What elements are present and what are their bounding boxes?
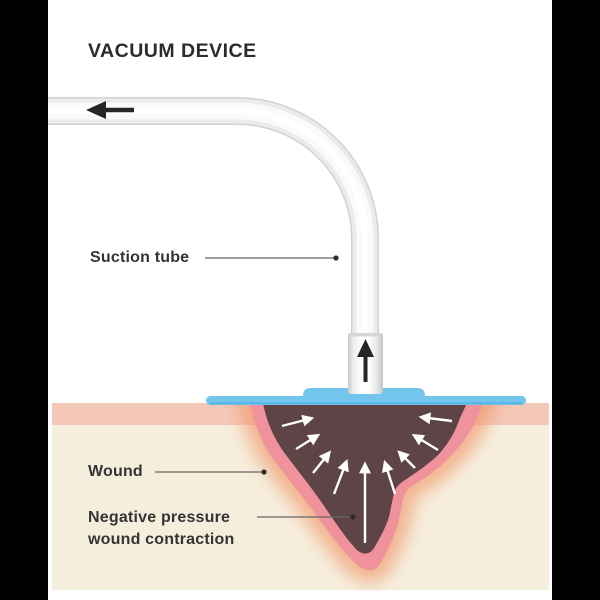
page-title: VACUUM DEVICE bbox=[88, 40, 257, 62]
dressing-bump bbox=[303, 388, 425, 404]
leader-dot-suction bbox=[333, 255, 339, 261]
wound-label: Wound bbox=[88, 463, 143, 480]
contraction-label: Negative pressure wound contraction bbox=[88, 507, 235, 551]
left-letterbox-bar bbox=[0, 0, 48, 600]
contraction-arrow-icons bbox=[281, 412, 453, 543]
suction-tube-label: Suction tube bbox=[90, 249, 190, 266]
suction-tube bbox=[46, 97, 379, 336]
contraction-label-line1: Negative pressure bbox=[88, 509, 231, 526]
contraction-label-line2: wound contraction bbox=[88, 531, 235, 548]
leader-dot-contraction bbox=[350, 514, 356, 520]
flow-left-arrow-icon bbox=[86, 101, 134, 119]
leader-dot-wound bbox=[261, 469, 267, 475]
flow-up-arrow-icon bbox=[357, 339, 374, 382]
tube-connector-rim bbox=[348, 333, 383, 337]
right-letterbox-bar bbox=[552, 0, 600, 600]
dressing-strip-edge bbox=[210, 402, 522, 405]
